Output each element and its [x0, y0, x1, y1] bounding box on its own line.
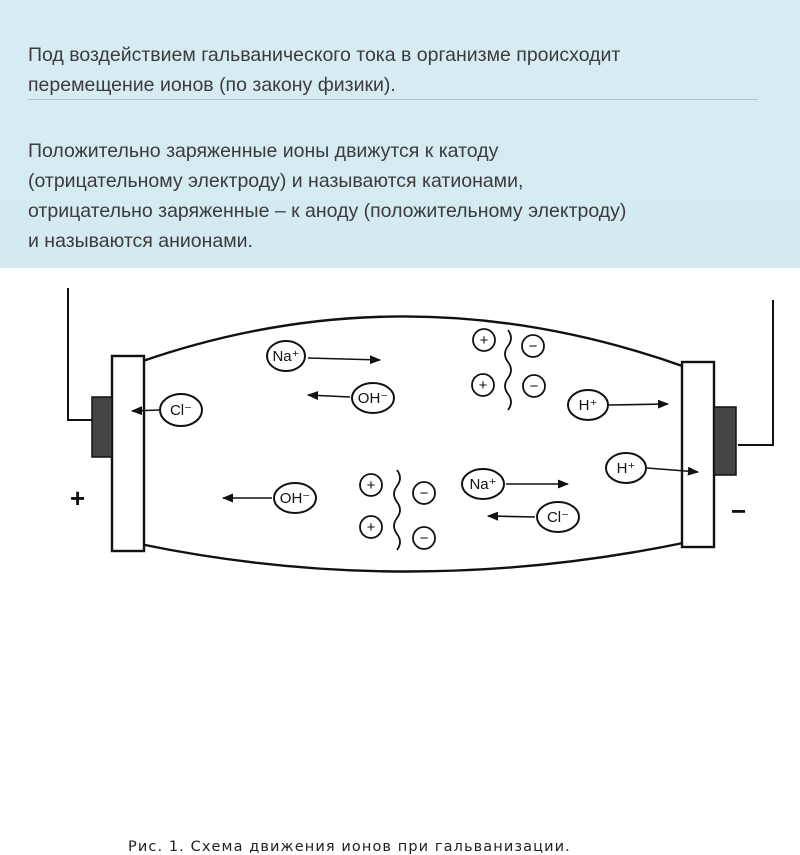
paragraph1-line2: перемещение ионов (по закону физики). [28, 74, 396, 96]
charge-minus-top2-label: − [530, 378, 539, 395]
arrow-cl-left [130, 406, 160, 416]
charge-minus-bottom2 [412, 526, 436, 550]
wavy-separator-top [504, 329, 512, 411]
paragraph2-line2: (отрицательному электроду) и называются … [28, 170, 524, 192]
paragraph1-line1: Под воздействием гальванического тока в … [28, 44, 621, 66]
charge-minus-bottom2-label: − [420, 530, 429, 547]
charge-plus-bottom2-label: + [367, 519, 376, 536]
slide-text-panel [0, 0, 800, 268]
ion-h-right-low [605, 452, 647, 484]
arrow-h-right [608, 399, 670, 409]
ion-cl-left [159, 393, 203, 427]
charge-minus-top1 [521, 334, 545, 358]
ion-cl-bottom [536, 501, 580, 533]
arrow-oh-top [306, 391, 351, 400]
paragraph2-line3: отрицательно заряженные – к аноду (полож… [28, 200, 627, 222]
paragraph-ion-movement: Под воздействием гальванического тока в … [28, 40, 788, 100]
arrow-h-right-low [646, 466, 700, 476]
ion-cl-bottom-label: Cl⁻ [547, 509, 569, 526]
ion-na-top [266, 340, 306, 372]
ion-na-bottom-label: Na⁺ [469, 476, 496, 493]
anode-wire [67, 288, 97, 421]
ion-h-right-label: H⁺ [579, 397, 598, 414]
anode-terminal [91, 396, 113, 458]
paragraph2-line4: и называются анионами. [28, 230, 253, 252]
charge-minus-top1-label: − [529, 338, 538, 355]
ion-oh-bottom-label: OH⁻ [280, 490, 310, 507]
ion-oh-top [351, 382, 395, 414]
ion-na-bottom [461, 468, 505, 500]
charge-minus-top2 [522, 374, 546, 398]
arrow-cl-bottom [486, 511, 536, 521]
charge-plus-top1 [472, 328, 496, 352]
charge-plus-bottom1-label: + [367, 477, 376, 494]
charge-plus-bottom1 [359, 473, 383, 497]
ion-oh-bottom [273, 482, 317, 514]
figure-caption: Рис. 1. Схема движения ионов при гальван… [128, 839, 571, 855]
ion-oh-top-label: OH⁻ [358, 390, 388, 407]
divider-line [28, 99, 758, 100]
ion-h-right [567, 389, 609, 421]
charge-plus-top2-label: + [479, 377, 488, 394]
cathode-terminal [713, 406, 737, 476]
galvanization-diagram: + − Na⁺ OH⁻ Cl⁻ + − + − H⁺ H⁺ OH⁻ [0, 268, 800, 855]
charge-plus-top1-label: + [480, 332, 489, 349]
anode-sign: + [70, 483, 85, 513]
ion-h-right-low-label: H⁺ [617, 460, 636, 477]
diagram-svg: + − Na⁺ OH⁻ Cl⁻ + − + − H⁺ H⁺ OH⁻ [67, 288, 774, 573]
charge-plus-top2 [471, 373, 495, 397]
paragraph2-line1: Положительно заряженные ионы движутся к … [28, 140, 499, 162]
anode-plate [110, 354, 146, 553]
cathode-sign: − [731, 496, 746, 526]
cathode-plate [680, 360, 716, 549]
ion-na-top-label: Na⁺ [272, 348, 299, 365]
charge-plus-bottom2 [359, 515, 383, 539]
cathode-wire [738, 300, 774, 446]
ion-cl-left-label: Cl⁻ [170, 402, 192, 419]
wavy-separator-bottom [393, 469, 401, 551]
charge-minus-bottom1-label: − [420, 485, 429, 502]
charge-minus-bottom1 [412, 481, 436, 505]
paragraph-cations-anions: Положительно заряженные ионы движутся к … [28, 136, 788, 256]
arrow-na-top [307, 355, 382, 365]
